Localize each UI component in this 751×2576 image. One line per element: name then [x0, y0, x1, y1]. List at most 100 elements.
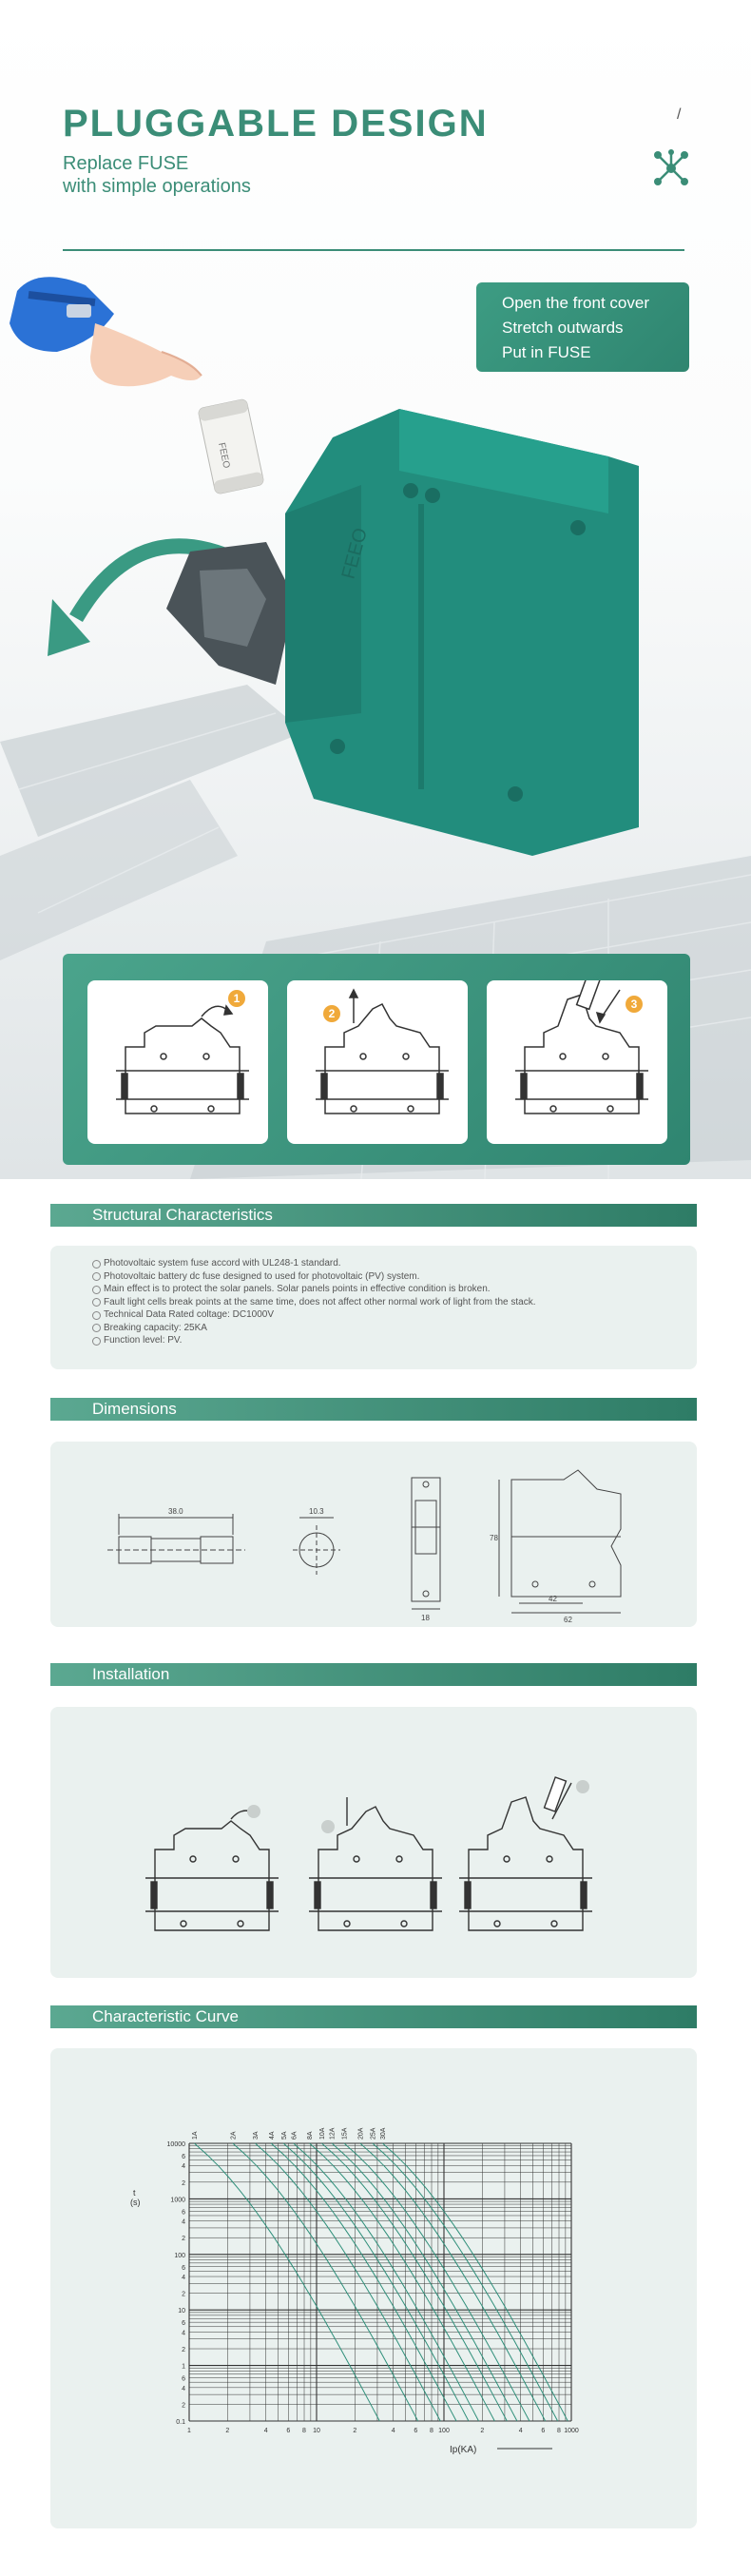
fuse-curve-6A — [293, 2142, 479, 2422]
structural-item: Photovoltaic battery dc fuse designed to… — [92, 1270, 535, 1284]
fuse-curve-4A — [270, 2142, 457, 2422]
x-tick-label: 100 — [438, 2428, 450, 2434]
x-tick-label: 10 — [313, 2428, 320, 2434]
rating-label: 4A — [269, 2131, 276, 2140]
fuse-curve-8A — [309, 2142, 495, 2422]
fuse-curve-10A — [321, 2142, 508, 2422]
rating-label: 15A — [342, 2127, 349, 2140]
hero-product-illustration: FEEO FEEO — [10, 277, 639, 856]
step-stretch-outwards: Stretch outwards — [502, 319, 624, 337]
fuse-curve-25A — [372, 2142, 559, 2422]
structural-panel: Photovoltaic system fuse accord with UL2… — [50, 1246, 697, 1369]
step-card-2: 2 — [287, 980, 468, 1144]
curve-section-header: Characteristic Curve — [50, 2005, 697, 2028]
step-badge-3: 3 — [626, 996, 643, 1013]
step-put-in-fuse: Put in FUSE — [502, 343, 591, 361]
structural-item: Technical Data Rated coltage: DC1000V — [92, 1308, 535, 1322]
network-hub-icon — [654, 149, 688, 185]
pointing-hand-icon — [10, 277, 202, 387]
fuse-diameter-label: 10.3 — [309, 1507, 324, 1516]
y-tick-label: 2 — [182, 2292, 185, 2298]
x-tick-label: 8 — [302, 2428, 306, 2434]
x-axis-unit: Ip(KA) — [450, 2445, 476, 2455]
x-tick-label: 4 — [519, 2428, 523, 2434]
y-tick-label: 1 — [182, 2364, 185, 2371]
characteristic-curve-chart: t (s) Ip(KA) 100006421000642100642106421… — [130, 2127, 579, 2455]
holder-stretch-diagram — [316, 988, 449, 1114]
y-tick-label: 4 — [182, 2219, 185, 2226]
y-tick-label: 4 — [182, 2386, 185, 2392]
y-tick-label: 4 — [182, 2163, 185, 2170]
hero-subtitle: Replace FUSE with simple operations — [63, 152, 251, 198]
y-axis-unit-seconds: (s) — [130, 2198, 141, 2207]
fuse-cartridge-icon: FEEO — [198, 398, 264, 494]
y-tick-label: 4 — [182, 2330, 185, 2336]
installation-panel — [50, 1707, 697, 1978]
fuse-curve-2A — [232, 2142, 419, 2422]
hero-subtitle-line2: with simple operations — [63, 176, 251, 197]
structural-item: Breaking capacity: 25KA — [92, 1322, 535, 1335]
rating-label: 10A — [319, 2127, 326, 2140]
x-tick-label: 1 — [187, 2428, 191, 2434]
dimensions-drawing: 38.0 10.3 18 78 42 62 — [107, 1469, 622, 1624]
y-tick-label: 6 — [182, 2376, 185, 2383]
structural-item: Main effect is to protect the solar pane… — [92, 1283, 535, 1296]
rating-label: 8A — [307, 2131, 314, 2140]
y-tick-label: 0.1 — [176, 2419, 185, 2426]
rating-label: 25A — [370, 2127, 376, 2140]
holder-insert-fuse-diagram — [515, 973, 648, 1114]
step-card-1: 1 — [87, 980, 268, 1144]
structural-item: Function level: PV. — [92, 1334, 535, 1347]
y-tick-label: 6 — [182, 2265, 185, 2272]
y-tick-label: 10000 — [167, 2141, 186, 2148]
dimensions-section-header: Dimensions — [50, 1398, 697, 1421]
x-tick-label: 8 — [557, 2428, 561, 2434]
installation-drawing — [145, 1776, 592, 1931]
step-card-3: 3 — [487, 973, 667, 1144]
y-axis-unit: t — [133, 2188, 136, 2198]
install-steps-panel: 1 2 — [63, 954, 690, 1165]
structural-list: Photovoltaic system fuse accord with UL2… — [92, 1257, 535, 1347]
fuse-curve-5A — [282, 2142, 470, 2422]
rating-label: 3A — [253, 2131, 260, 2140]
x-tick-label: 1000 — [564, 2428, 579, 2434]
rating-label: 5A — [281, 2131, 288, 2140]
step-open-cover: Open the front cover — [502, 294, 649, 312]
y-tick-label: 2 — [182, 2402, 185, 2409]
rating-label: 1A — [192, 2131, 199, 2140]
y-tick-label: 1000 — [170, 2197, 185, 2203]
step-badge-1: 1 — [228, 990, 245, 1007]
x-tick-label: 8 — [430, 2428, 433, 2434]
install-step-marker — [576, 1780, 589, 1793]
rating-label: 12A — [330, 2127, 337, 2140]
y-tick-label: 6 — [182, 2320, 185, 2327]
structural-section-header: Structural Characteristics — [50, 1204, 697, 1227]
fuse-length-label: 38.0 — [168, 1507, 183, 1516]
x-tick-label: 4 — [264, 2428, 268, 2434]
hero-title: PLUGGABLE DESIGN — [63, 103, 489, 145]
corner-mark: / — [677, 107, 682, 123]
holder-height-label: 78 — [490, 1534, 498, 1542]
y-tick-label: 4 — [182, 2275, 185, 2281]
x-tick-label: 2 — [480, 2428, 484, 2434]
fuse-curve-20A — [359, 2142, 547, 2422]
holder-open-cover-diagram — [116, 1004, 249, 1114]
holder-depth1-label: 42 — [549, 1595, 557, 1603]
y-tick-label: 100 — [174, 2253, 185, 2259]
holder-depth2-label: 62 — [564, 1616, 572, 1624]
rating-label: 30A — [380, 2127, 387, 2140]
holder-width-label: 18 — [421, 1614, 430, 1622]
structural-item: Fault light cells break points at the sa… — [92, 1296, 535, 1309]
fuse-curve-30A — [382, 2142, 568, 2422]
install-step-marker — [247, 1805, 260, 1818]
fuse-holder-body: FEEO — [285, 409, 639, 856]
fuse-curve-12A — [331, 2142, 518, 2422]
hero-divider — [63, 249, 684, 251]
steps-box: Open the front cover Stretch outwards Pu… — [476, 282, 689, 372]
install-step-marker — [321, 1820, 335, 1833]
rating-label: 20A — [357, 2127, 364, 2140]
y-tick-label: 2 — [182, 2347, 185, 2353]
rating-label: 2A — [230, 2131, 237, 2140]
fuse-curve-1A — [194, 2142, 380, 2422]
